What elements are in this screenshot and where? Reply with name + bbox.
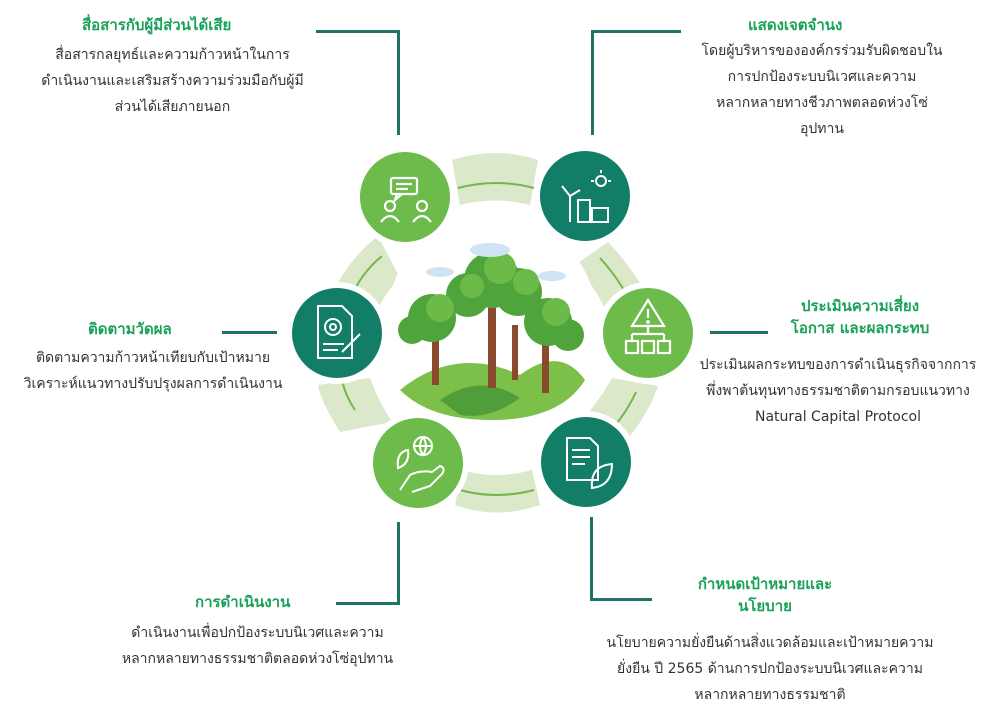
connector-commitment-h xyxy=(591,30,681,33)
connector-stakeholders-v xyxy=(397,30,400,135)
operation-title: การดำเนินงาน xyxy=(195,593,291,611)
commitment-description: โดยผู้บริหารขององค์กรร่วมรับผิดชอบใน การ… xyxy=(701,43,943,137)
stakeholders-description: สื่อสารกลยุทธ์และความก้าวหน้าในการ ดำเนิ… xyxy=(41,47,304,115)
node-stakeholders xyxy=(354,146,456,248)
operation-description: ดำเนินงานเพื่อปกป้องระบบนิเวศและความ หลา… xyxy=(121,625,394,667)
connector-commitment-v xyxy=(591,30,594,135)
connector-monitoring-h xyxy=(222,331,277,334)
connector-risk-h xyxy=(710,331,768,334)
windmill-factory-icon xyxy=(561,170,611,223)
hand-globe-plant-icon xyxy=(396,436,445,493)
report-gear-icon xyxy=(317,305,361,359)
monitoring-title: ติดตามวัดผล xyxy=(88,320,172,338)
node-operation xyxy=(367,412,469,514)
node-commitment xyxy=(534,145,636,247)
risk-title: ประเมินความเสี่ยง โอกาส และผลกระทบ xyxy=(790,297,930,337)
connector-operation-v xyxy=(397,522,400,605)
connector-stakeholders-h xyxy=(316,30,400,33)
node-monitoring xyxy=(286,282,388,384)
commitment-title: แสดงเจตจำนง xyxy=(748,16,843,34)
monitoring-description: ติดตามความก้าวหน้าเทียบกับเป้าหมาย วิเคร… xyxy=(23,350,283,392)
connector-policy-v xyxy=(590,517,593,601)
node-risk xyxy=(597,282,699,384)
forest-illustration-icon xyxy=(387,215,597,425)
connector-operation-h xyxy=(336,602,400,605)
warning-hierarchy-icon xyxy=(624,297,672,355)
chat-people-icon xyxy=(380,176,432,223)
stakeholders-title: สื่อสารกับผู้มีส่วนได้เสีย xyxy=(82,16,232,34)
risk-description: ประเมินผลกระทบของการดำเนินธุรกิจจากการ พ… xyxy=(699,357,977,425)
document-leaf-icon xyxy=(566,437,614,490)
policy-title: กำหนดเป้าหมายและ นโยบาย xyxy=(697,575,833,615)
node-policy xyxy=(535,411,637,513)
connector-policy-h xyxy=(590,598,652,601)
policy-description: นโยบายความยั่งยืนด้านสิ่งแวดล้อมและเป้าห… xyxy=(606,635,934,703)
